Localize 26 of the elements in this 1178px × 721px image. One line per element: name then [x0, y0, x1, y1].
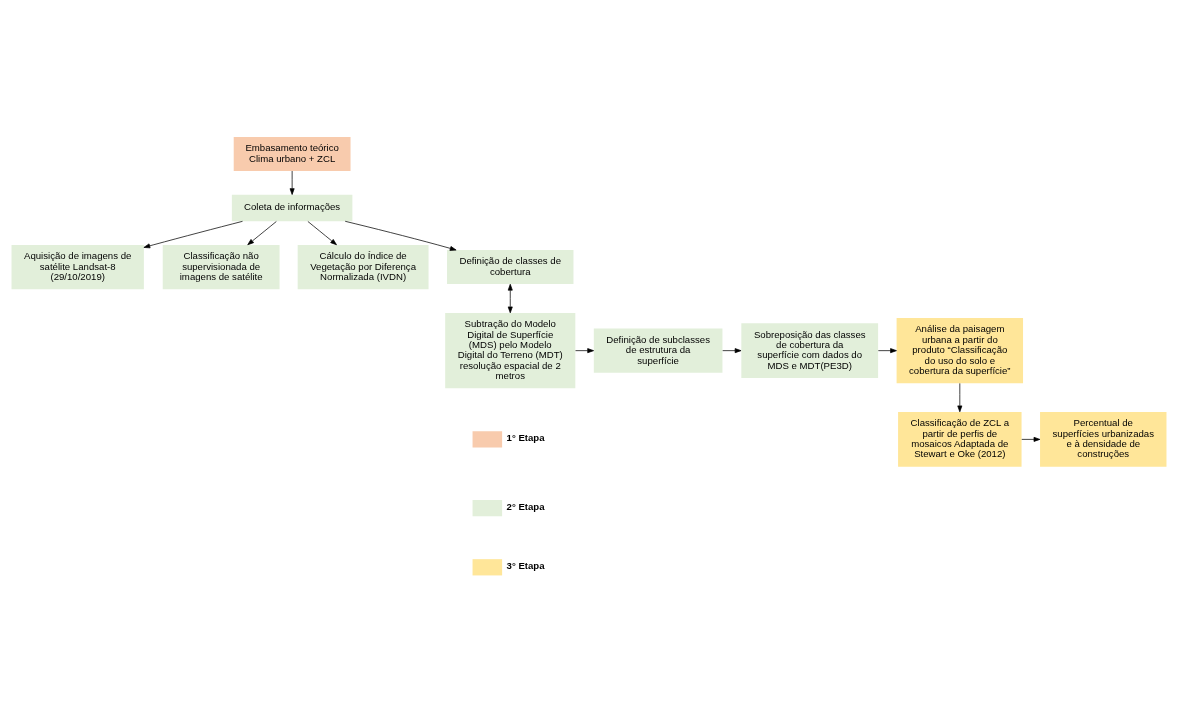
node-box: Definição de subclasses de estrutura da superfície [593, 327, 723, 373]
arrow [307, 220, 337, 245]
node-box: Aquisição de imagens de satélite Landsat-8 (29/10/2019) [11, 244, 144, 289]
node-box: Sobreposição das classes de cobertura da superfície com dados do MDS e MDT(PE3D) [741, 322, 879, 378]
legend-label: 2° Etapa [506, 500, 545, 512]
node-box: Classificação não supervisionada de imagens de satélite [162, 244, 280, 289]
arrow [247, 220, 277, 245]
node-box: Subtração do Modelo Digital de Superfície (MDS) pelo Modelo Digital do Terreno (MDT) resolução espacial de 2 metros [445, 312, 576, 388]
legend-label: 1° Etapa [506, 431, 545, 443]
arrow [575, 347, 594, 353]
node-box: Cálculo do Índice de Vegetação por Diferença Normalizada (IVDN) [297, 244, 429, 289]
arrow [143, 220, 243, 248]
node-box: Análise da paisagem urbana a partir do produto “Classificação do uso do solo e cobertura da superfície” [896, 317, 1024, 383]
arrow [507, 283, 513, 313]
node-box: Definição de classes de cobertura [447, 249, 574, 284]
node-box: Classificação de ZCL a partir de perfis de mosaicos Adaptada de Stewart e Oke (2012) [898, 411, 1022, 467]
arrow [722, 347, 742, 353]
node-box: Percentual de superfícies urbanizadas e à densidade de construções [1040, 411, 1167, 467]
arrow [1021, 436, 1041, 442]
legend-label: 3° Etapa [506, 559, 545, 571]
arrow [344, 220, 457, 251]
arrow [877, 347, 897, 353]
node-box: Coleta de informações [231, 194, 353, 221]
node-box: Embasamento teórico Clima urbano + ZCL [233, 136, 351, 171]
arrow [957, 382, 963, 412]
arrow [289, 170, 295, 195]
